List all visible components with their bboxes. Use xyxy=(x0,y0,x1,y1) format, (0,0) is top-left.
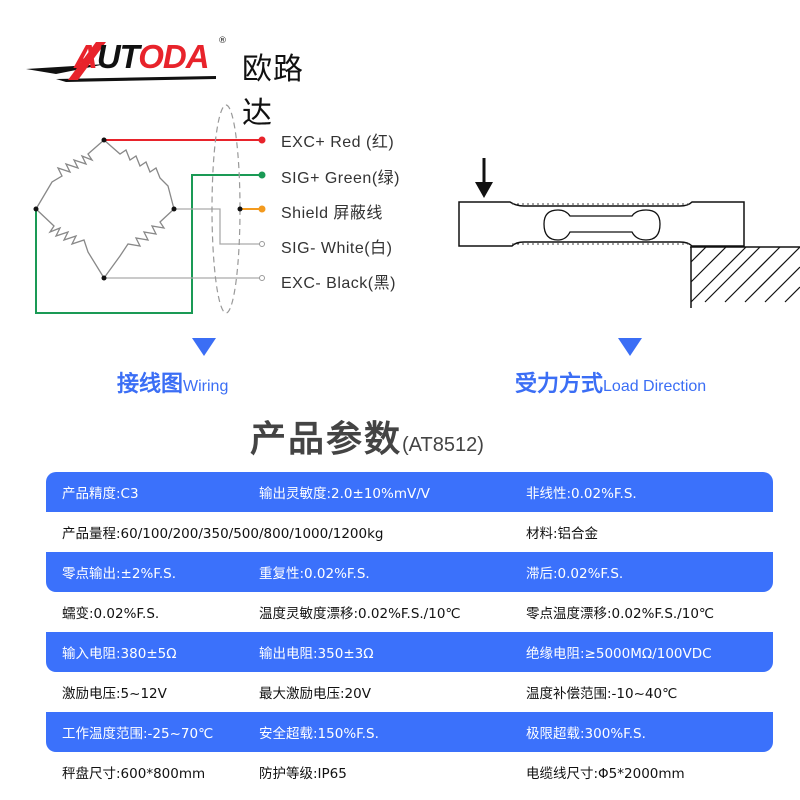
spec-cell: 非线性:0.02%F.S. xyxy=(526,486,637,502)
spec-row: 工作温度范围:-25~70℃ 安全超载:150%F.S. 极限超载:300%F.… xyxy=(46,712,773,752)
logo-wordmark: AUTODA xyxy=(74,38,210,76)
spec-cell: 滞后:0.02%F.S. xyxy=(526,566,624,582)
spec-cell: 安全超载:150%F.S. xyxy=(259,726,379,742)
spec-cell: 产品精度:C3 xyxy=(62,486,139,502)
spec-cell: 零点输出:±2%F.S. xyxy=(62,566,177,582)
spec-cell: 防护等级:IP65 xyxy=(259,766,347,782)
spec-cell: 零点温度漂移:0.02%F.S./10℃ xyxy=(526,606,715,622)
spec-cell: 极限超载:300%F.S. xyxy=(526,726,646,742)
load-direction-diagram xyxy=(458,158,800,308)
load-pointer-icon xyxy=(618,338,642,356)
spec-cell: 工作温度范围:-25~70℃ xyxy=(62,726,214,742)
spec-cell: 最大激励电压:20V xyxy=(259,686,371,702)
wheatstone-bridge-diagram xyxy=(33,104,266,314)
wire-label-exc-minus: EXC- Black(黑) xyxy=(281,275,396,292)
wire-label-sig-minus: SIG- White(白) xyxy=(281,240,393,257)
logo-swoosh-icon xyxy=(26,42,216,82)
load-caption-cn: 受力方式 xyxy=(515,372,604,397)
load-caption-en: Load Direction xyxy=(603,378,707,395)
spec-row: 秤盘尺寸:600*800mm 防护等级:IP65 电缆线尺寸:Φ5*2000mm xyxy=(46,752,773,792)
spec-cell: 产品量程:60/100/200/350/500/800/1000/1200kg xyxy=(62,526,384,542)
spec-row: 输入电阻:380±5Ω 输出电阻:350±3Ω 绝缘电阻:≥5000MΩ/100… xyxy=(46,632,773,672)
wiring-pointer-icon xyxy=(192,338,216,356)
spec-cell: 材料:铝合金 xyxy=(526,526,599,542)
load-caption: 受力方式Load Direction xyxy=(515,366,706,398)
down-arrow-icon xyxy=(475,182,493,198)
spec-row: 零点输出:±2%F.S. 重复性:0.02%F.S. 滞后:0.02%F.S. xyxy=(46,552,773,592)
spec-table: 产品精度:C3 输出灵敏度:2.0±10%mV/V 非线性:0.02%F.S. … xyxy=(46,472,773,792)
registered-mark: ® xyxy=(218,36,227,46)
spec-row: 产品精度:C3 输出灵敏度:2.0±10%mV/V 非线性:0.02%F.S. xyxy=(46,472,773,512)
wiring-caption-cn: 接线图 xyxy=(117,372,184,397)
brand-logo: AUTODA ® 欧路达 xyxy=(26,36,326,131)
spec-cell: 秤盘尺寸:600*800mm xyxy=(62,766,206,782)
spec-cell: 输出电阻:350±3Ω xyxy=(259,646,374,662)
spec-row: 产品量程:60/100/200/350/500/800/1000/1200kg … xyxy=(46,512,773,552)
logo-letters-oda: ODA xyxy=(138,38,209,75)
wire-label-exc-plus: EXC+ Red (红) xyxy=(281,134,395,151)
spec-cell: 激励电压:5~12V xyxy=(62,686,167,702)
spec-row: 蠕变:0.02%F.S. 温度灵敏度漂移:0.02%F.S./10℃ 零点温度漂… xyxy=(46,592,773,632)
spec-cell: 输出灵敏度:2.0±10%mV/V xyxy=(259,486,431,502)
spec-row: 激励电压:5~12V 最大激励电压:20V 温度补偿范围:-10~40℃ xyxy=(46,672,773,712)
spec-cell: 电缆线尺寸:Φ5*2000mm xyxy=(526,766,685,782)
wire-label-sig-plus: SIG+ Green(绿) xyxy=(281,170,400,187)
params-title-model: (AT8512) xyxy=(402,434,484,456)
wiring-caption-en: Wiring xyxy=(183,378,229,395)
spec-cell: 重复性:0.02%F.S. xyxy=(259,566,370,582)
logo-letters-ut: UT xyxy=(96,38,139,75)
brand-chinese-name: 欧路达 xyxy=(242,52,304,131)
spec-cell: 温度灵敏度漂移:0.02%F.S./10℃ xyxy=(259,606,461,622)
wiring-caption: 接线图Wiring xyxy=(117,366,228,398)
params-title: 产品参数(AT8512) xyxy=(250,410,484,462)
logo-letter-a: A xyxy=(74,38,98,75)
spec-cell: 绝缘电阻:≥5000MΩ/100VDC xyxy=(526,646,712,662)
params-title-cn: 产品参数 xyxy=(250,419,403,460)
spec-cell: 蠕变:0.02%F.S. xyxy=(62,606,160,622)
spec-cell: 输入电阻:380±5Ω xyxy=(62,646,177,662)
wire-label-shield: Shield 屏蔽线 xyxy=(281,205,383,222)
spec-cell: 温度补偿范围:-10~40℃ xyxy=(526,686,678,702)
